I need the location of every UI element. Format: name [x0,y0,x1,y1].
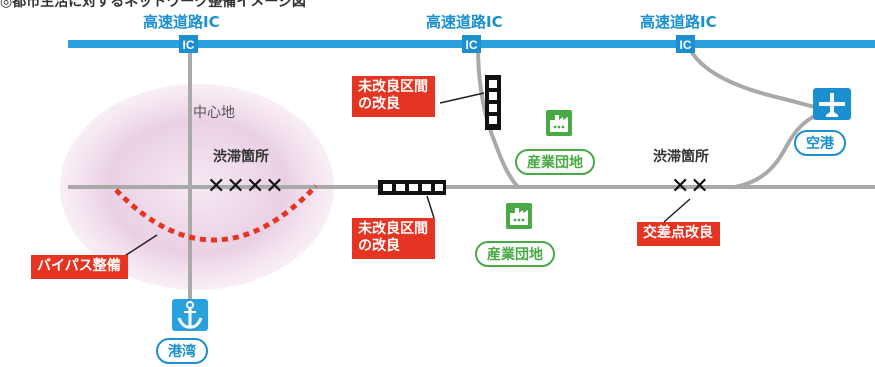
callout-pointer-intersection [663,198,691,223]
congestion-label-left: 渋滞箇所 [213,149,269,165]
airplane-icon [813,88,851,120]
callout-unimproved-vertical: 未改良区間 の改良 [352,76,435,117]
callout-pointer-vertical-section [439,92,485,104]
airport-road [734,110,823,189]
congestion-marks-left: ✕✕✕✕ [207,174,285,199]
factory-icon [506,203,532,229]
svg-text:IC: IC [466,38,478,52]
callout-line2: の改良 [358,96,400,112]
page-caption: ◎都市生活に対するネットワーク整備イメージ図 [0,0,306,10]
callout-line1: 未改良区間 [358,79,428,95]
ic-badge-left: IC [179,35,198,53]
unimproved-section-vertical [485,75,501,130]
unimproved-section-horizontal [378,180,446,195]
ic-label-right: 高速道路IC [640,13,717,31]
svg-text:IC: IC [680,38,692,52]
ic-label-left: 高速道路IC [143,13,220,31]
access-road-middle [476,45,520,189]
industrial-park-label-upper: 産業団地 [515,149,595,175]
congestion-label-right: 渋滞箇所 [653,149,709,165]
factory-icon [546,110,572,136]
callout-pointer-horizontal-section [426,195,435,219]
callout-unimproved-horizontal: 未改良区間 の改良 [352,218,435,259]
industrial-park-label-lower: 産業団地 [475,241,555,267]
access-road-right [686,45,826,110]
ic-badge-middle: IC [462,35,481,53]
callout-bypass: バイパス整備 [31,255,128,279]
airport-label: 空港 [794,130,846,156]
bypass-route [114,184,318,243]
callout-line1: 未改良区間 [358,221,428,237]
callout-intersection: 交差点改良 [637,222,720,246]
ic-badge-right: IC [676,35,695,53]
congestion-marks-right: ✕✕ [671,174,710,199]
port-label: 港湾 [156,338,208,364]
anchor-icon [172,299,208,331]
center-label: 中心地 [193,105,235,121]
callout-line2: の改良 [358,238,400,254]
ic-label-middle: 高速道路IC [426,13,503,31]
svg-text:IC: IC [183,38,195,52]
